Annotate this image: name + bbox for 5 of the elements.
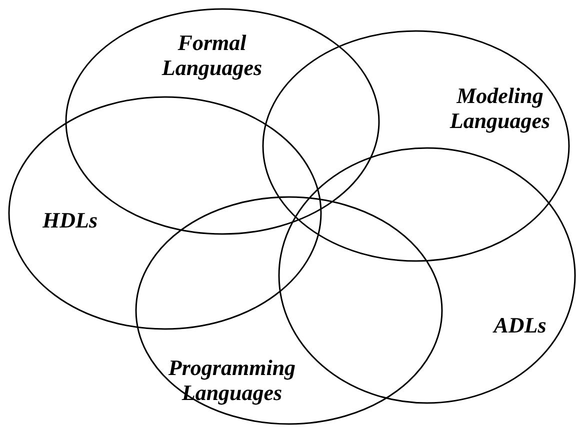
set-label: HDLs [41,208,98,232]
set-label: ADLs [492,312,548,338]
set-label: Modeling Languages [448,83,552,133]
set-label: Formal Languages [160,30,264,80]
set-label: Programming Languages [167,355,297,405]
